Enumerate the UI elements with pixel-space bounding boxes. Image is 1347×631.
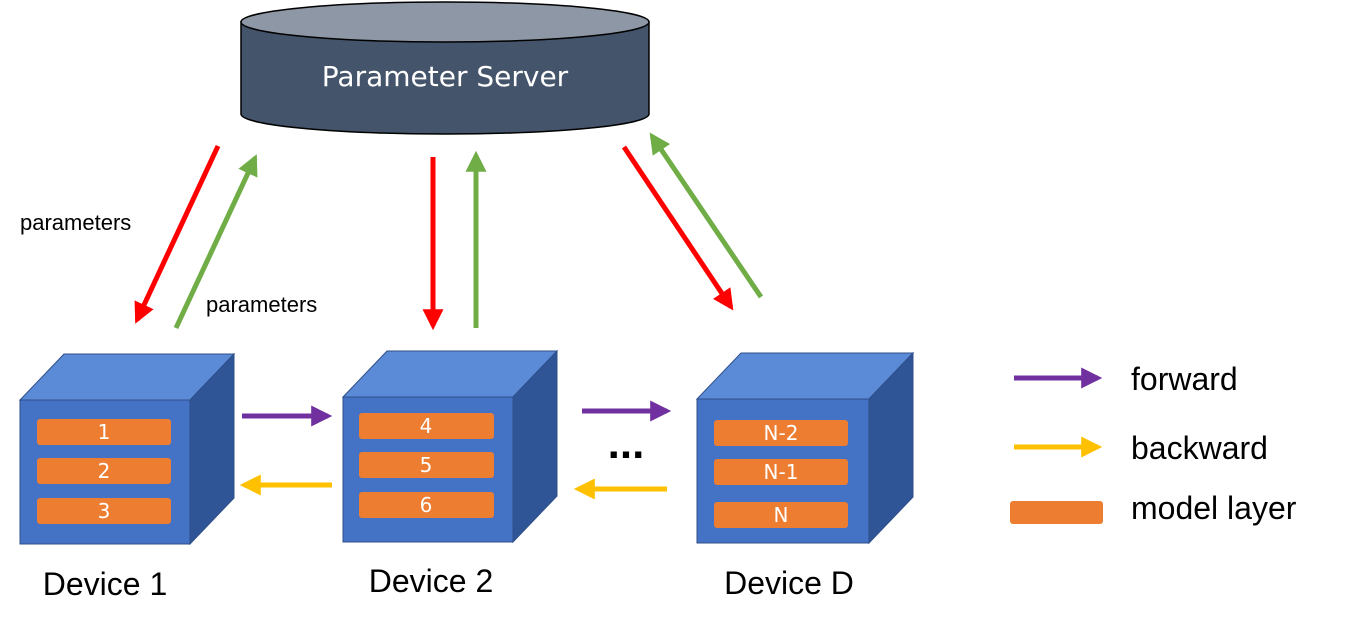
model-layer: [37, 419, 171, 445]
model-layer-label: 2: [98, 459, 111, 483]
model-layer: [359, 413, 494, 439]
model-layer-label: N: [774, 503, 789, 527]
push-arrow-device-d: [649, 132, 764, 299]
model-layer-label: 3: [98, 499, 111, 523]
push-arrow-device-1: [173, 154, 258, 330]
device-1-label: Device 1: [43, 566, 168, 602]
legend-backward-label: backward: [1131, 430, 1268, 466]
model-layer: [359, 452, 494, 478]
pipeline-arrows: [239, 400, 672, 500]
legend-model-layer-label: model layer: [1131, 490, 1297, 526]
device-d: N-2 N-1 N: [695, 351, 915, 545]
model-layer: [714, 502, 848, 528]
legend-model-layer-swatch: [1010, 501, 1103, 524]
parameter-server: Parameter Server: [240, 1, 650, 135]
model-layer-label: 6: [420, 493, 433, 517]
device-2: 4 5 6: [341, 349, 559, 544]
server-cylinder-body: [240, 21, 650, 135]
ellipsis: ...: [608, 419, 645, 468]
model-layer: [714, 459, 848, 485]
model-layer-label: 4: [420, 414, 433, 438]
model-layer: [37, 458, 171, 484]
model-layer-label: 5: [420, 453, 433, 477]
legend: forward backward model layer: [1010, 361, 1297, 526]
model-layer: [359, 492, 494, 518]
device-d-label: Device D: [724, 565, 854, 601]
server-cylinder-top: [240, 1, 650, 43]
legend-forward-label: forward: [1131, 361, 1238, 397]
push-parameters-label: parameters: [206, 292, 317, 317]
model-layer-label: 1: [98, 420, 111, 444]
server-device-arrows: [134, 132, 764, 331]
pull-parameters-label: parameters: [20, 210, 131, 235]
pull-arrow-device-1: [134, 144, 221, 324]
model-layer: [37, 498, 171, 524]
server-label: Parameter Server: [322, 60, 569, 93]
model-layer-label: N-2: [764, 421, 799, 445]
pull-arrow-device-d: [621, 145, 734, 311]
device-2-label: Device 2: [369, 563, 494, 599]
model-layer: [714, 420, 848, 446]
model-layer-label: N-1: [764, 460, 799, 484]
device-1: 1 2 3: [18, 352, 236, 546]
